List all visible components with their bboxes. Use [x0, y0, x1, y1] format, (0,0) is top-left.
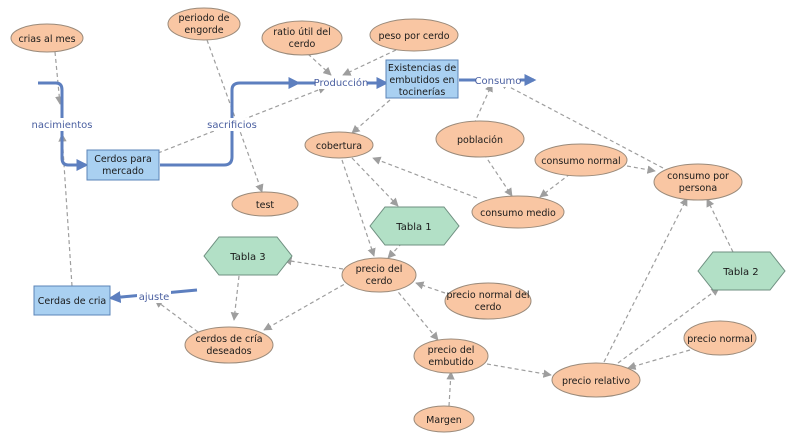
flow-label-ajuste: ajuste — [139, 292, 170, 303]
variable-precio-cerdo-line2: cerdo — [366, 276, 393, 287]
variable-persona-line2: persona — [679, 183, 717, 194]
table-tabla-1-label: Tabla 1 — [395, 222, 431, 233]
link-embutido-to-precio-relativo — [486, 363, 552, 378]
variable-test[interactable]: test — [231, 191, 299, 217]
link-precio-cerdo-to-embutido — [393, 286, 439, 341]
variable-ratio-util[interactable]: ratio útil del cerdo — [261, 20, 343, 56]
variable-consumo-normal[interactable]: consumo normal — [534, 143, 628, 177]
variable-precio-relativo[interactable]: precio relativo — [551, 362, 641, 398]
variable-precio-normal-label: precio normal — [687, 334, 753, 345]
link-cobertura-to-precio-cerdo — [341, 159, 376, 257]
table-tabla-2[interactable]: Tabla 2 — [697, 251, 786, 291]
variable-periodo-de-engorde[interactable]: periodo de engorde — [167, 7, 241, 41]
link-persona-to-consumo — [499, 81, 664, 169]
stock-existencias-line1: Existencias de — [388, 63, 456, 74]
variable-cobertura-label: cobertura — [316, 141, 362, 152]
variable-precio-normal-cerdo-line1: precio normal del — [446, 290, 529, 301]
link-consumo-normal-to-medio — [539, 173, 571, 198]
link-cerdos-mercado-to-produccion — [157, 85, 327, 154]
variable-consumo-medio[interactable]: consumo medio — [471, 195, 565, 229]
link-cerdas-to-nacimientos — [58, 133, 73, 287]
variable-peso-por-cerdo[interactable]: peso por cerdo — [369, 18, 459, 52]
variable-margen-label: Margen — [426, 415, 462, 426]
link-existencias-to-cobertura — [351, 99, 391, 134]
variable-crias-al-mes[interactable]: crias al mes — [10, 23, 84, 53]
link-margen-to-embutido — [446, 371, 455, 407]
flow-label-produccion: Producción — [314, 77, 369, 89]
link-precio-cerdo-to-tabla3 — [283, 256, 344, 270]
variable-consumo-normal-label: consumo normal — [541, 156, 620, 167]
variable-margen[interactable]: Margen — [413, 405, 475, 433]
link-consumo-normal-to-persona — [626, 165, 656, 174]
link-ratio-to-produccion — [307, 53, 332, 76]
variable-precio-embutido-line1: precio del — [428, 345, 475, 356]
table-tabla-3-label: Tabla 3 — [229, 252, 265, 263]
table-tabla-1[interactable]: Tabla 1 — [369, 206, 460, 246]
variable-ratio-line2: cerdo — [289, 39, 316, 50]
stock-existencias-embutidos[interactable]: Existencias de embutidos en tocinerías — [385, 59, 459, 99]
variable-precio-normal-cerdo-line2: cerdo — [475, 302, 502, 313]
variable-precio-del-cerdo[interactable]: precio del cerdo — [341, 257, 417, 293]
variable-ratio-line1: ratio útil del — [273, 27, 330, 38]
stock-cerdas-de-cria-label: Cerdas de cria — [38, 296, 107, 307]
information-links — [54, 39, 734, 407]
variable-precio-normal[interactable]: precio normal — [683, 320, 757, 356]
stock-cerdos-para-mercado-line2: mercado — [102, 166, 144, 177]
link-periodo-to-test — [206, 39, 264, 193]
link-poblacion-to-consumo-medio — [483, 153, 513, 197]
variable-precio-relativo-label: precio relativo — [562, 376, 630, 387]
link-consumo-to-poblacion — [473, 83, 493, 125]
variable-crias-al-mes-label: crias al mes — [18, 34, 75, 45]
link-precio-cerdo-to-deseados — [263, 280, 351, 331]
flow-label-sacrificios: sacrificios — [207, 120, 257, 131]
variable-persona-line1: consumo por — [667, 171, 729, 182]
variable-consumo-medio-label: consumo medio — [480, 208, 556, 219]
flow-labels: nacimientos sacrificios Producción Consu… — [31, 74, 521, 303]
link-deseados-to-ajuste — [154, 299, 199, 333]
flow-label-consumo: Consumo — [475, 76, 522, 87]
stock-cerdos-para-mercado[interactable]: Cerdos para mercado — [86, 149, 160, 181]
variable-cerdos-de-cria-deseados[interactable]: cerdos de cría deseados — [184, 326, 274, 364]
link-peso-to-produccion — [342, 49, 397, 76]
flow-label-nacimientos: nacimientos — [31, 120, 92, 131]
link-relativo-to-persona — [603, 197, 688, 363]
variable-test-label: test — [256, 200, 275, 211]
variable-periodo-line2: engorde — [184, 25, 223, 36]
link-crias-to-nacimientos — [54, 51, 64, 105]
link-precio-normal-to-relativo — [627, 349, 691, 370]
variable-consumo-por-persona[interactable]: consumo por persona — [653, 163, 743, 201]
variable-poblacion-label: población — [457, 135, 503, 146]
variable-deseados-line1: cerdos de cría — [195, 334, 262, 345]
stock-existencias-line2: embutidos en — [389, 75, 454, 86]
link-precio-normal-cerdo-to-precio — [415, 281, 446, 294]
variable-precio-embutido-line2: embutido — [428, 357, 474, 368]
material-flows — [38, 74, 537, 304]
link-tabla2-to-persona — [706, 198, 734, 253]
table-tabla-2-label: Tabla 2 — [722, 267, 758, 278]
variable-precio-cerdo-line1: precio del — [356, 264, 403, 275]
link-tabla3-to-deseados — [230, 275, 240, 321]
variable-periodo-line1: periodo de — [179, 13, 230, 24]
variable-precio-del-embutido[interactable]: precio del embutido — [413, 338, 489, 374]
variable-deseados-line2: deseados — [206, 346, 251, 357]
link-consumo-medio-to-cobertura — [372, 156, 478, 199]
variable-poblacion[interactable]: población — [435, 120, 525, 158]
variable-peso-label: peso por cerdo — [378, 31, 449, 42]
stock-cerdas-de-cria[interactable]: Cerdas de cria — [33, 285, 111, 316]
table-tabla-3[interactable]: Tabla 3 — [203, 236, 293, 276]
variable-precio-normal-del-cerdo[interactable]: precio normal del cerdo — [444, 282, 532, 320]
stock-cerdos-para-mercado-line1: Cerdos para — [94, 154, 152, 165]
variable-cobertura[interactable]: cobertura — [304, 131, 374, 159]
stock-existencias-line3: tocinerías — [399, 87, 446, 98]
